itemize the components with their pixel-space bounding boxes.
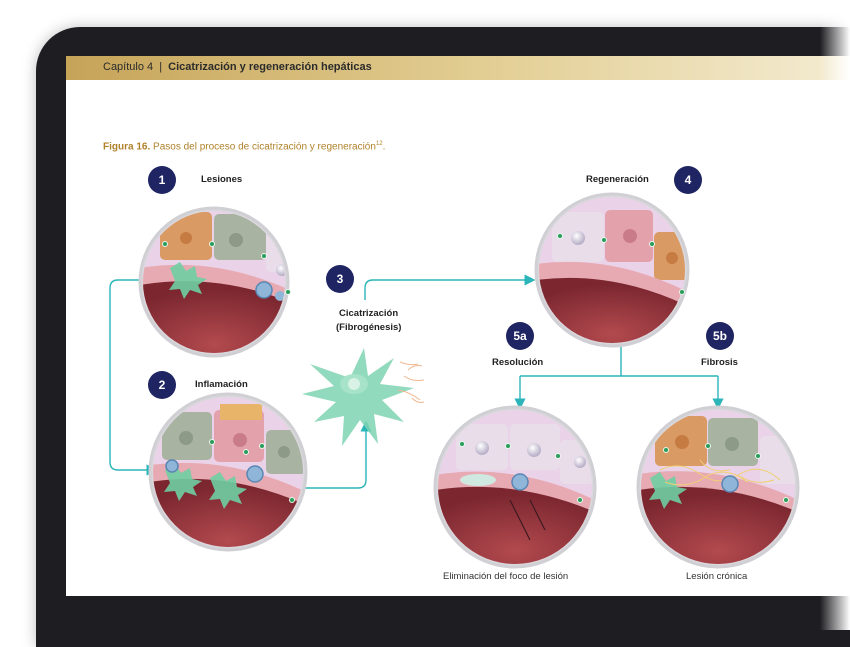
caption-lesion-cronica: Lesión crónica [686, 571, 748, 582]
step-badge-5b: 5b [706, 322, 734, 350]
right-edge-fade [820, 0, 850, 630]
step-label-resolucion: Resolución [492, 357, 544, 368]
step-label-fibrosis: Fibrosis [701, 357, 738, 368]
step-badge-4: 4 [674, 166, 702, 194]
step-badge-1: 1 [148, 166, 176, 194]
figure-caption: Figura 16. Pasos del proceso de cicatriz… [103, 141, 385, 152]
figure-number: Figura 16. [103, 141, 151, 153]
header-separator: | [159, 61, 163, 73]
illustration-lesiones [138, 206, 290, 358]
step-label-regeneracion: Regeneración [586, 174, 649, 185]
step-label-lesiones: Lesiones [201, 174, 243, 185]
chapter-header: Capítulo 4 | Cicatrización y regeneració… [103, 61, 372, 73]
junction-markers [162, 233, 789, 503]
illustration-inflamacion [148, 392, 308, 552]
step-label-fibrogenesis: (Fibrogénesis) [336, 322, 402, 333]
figure-title-end: . [382, 141, 386, 153]
caption-eliminacion: Eliminación del foco de lesión [443, 571, 569, 582]
step-label-cicatrizacion: Cicatrización [339, 308, 399, 319]
figure-reference: 12 [375, 141, 383, 147]
stellate-cell-illustration [302, 348, 425, 446]
healing-process-diagram [109, 192, 800, 569]
header-bar: Capítulo 4 | Cicatrización y regeneració… [66, 56, 850, 80]
section-title: Cicatrización y regeneración hepáticas [168, 61, 372, 73]
illustration-regeneracion [534, 192, 690, 348]
illustration-fibrosis [636, 405, 800, 569]
illustration-resolucion [433, 405, 597, 569]
step-badge-3: 3 [326, 265, 354, 293]
step-badge-5a: 5a [506, 322, 534, 350]
figure-title-text: Pasos del proceso de cicatrización y reg… [153, 141, 376, 153]
connector-2-to-3 [302, 420, 372, 489]
process-connectors [109, 274, 724, 489]
connector-3-to-4 [364, 274, 536, 300]
step-badge-2: 2 [148, 371, 176, 399]
chapter-label: Capítulo 4 [103, 61, 154, 73]
step-label-inflamacion: Inflamación [195, 379, 248, 390]
connector-1-to-2 [109, 279, 158, 476]
